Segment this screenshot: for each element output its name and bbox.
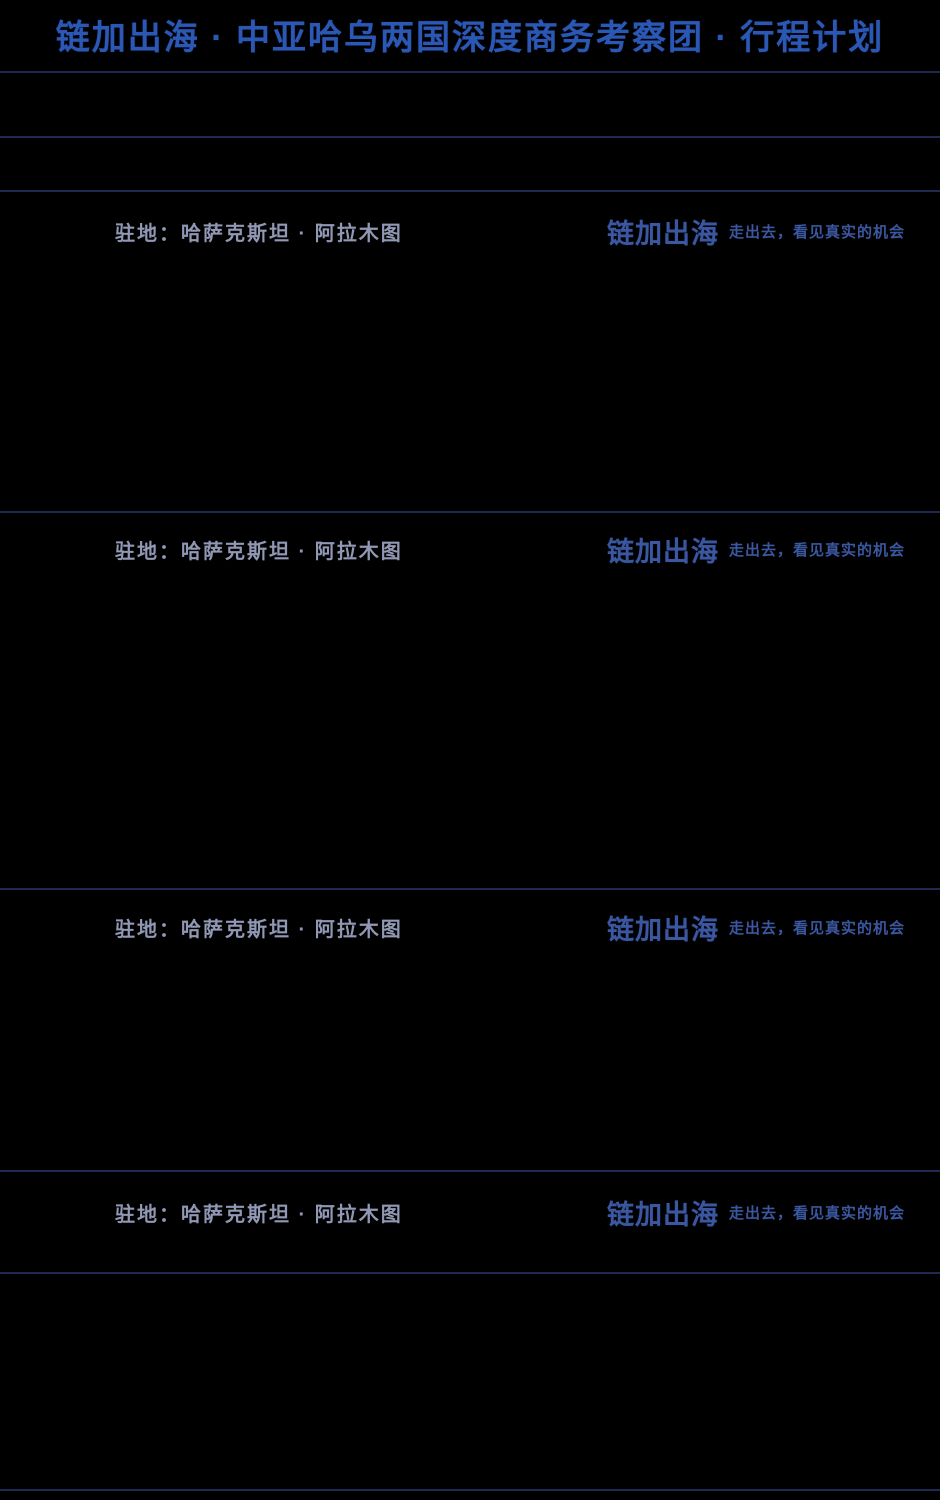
section-divider [0,888,940,890]
brand-logo: 链加出海 [606,537,719,567]
brand-mark: 链加出海 走出去，看见真实的机会 [607,212,905,251]
brand-mark: 链加出海 走出去，看见真实的机会 [607,908,905,947]
section-divider [0,1489,940,1491]
section-divider [0,190,940,192]
day-station-row: 驻地：哈萨克斯坦 · 阿拉木图 链加出海 走出去，看见真实的机会 [0,908,940,947]
section-divider [0,1170,940,1172]
page-title: 链加出海 · 中亚哈乌两国深度商务考察团 · 行程计划 [55,19,885,57]
brand-logo: 链加出海 [606,219,719,249]
section-divider [0,71,940,73]
brand-logo: 链加出海 [606,1200,719,1230]
brand-tagline: 走出去，看见真实的机会 [728,224,905,241]
day-station-row: 驻地：哈萨克斯坦 · 阿拉木图 链加出海 走出去，看见真实的机会 [0,212,940,251]
station-label: 驻地：哈萨克斯坦 · 阿拉木图 [115,1204,403,1226]
brand-tagline: 走出去，看见真实的机会 [728,542,905,559]
station-label: 驻地：哈萨克斯坦 · 阿拉木图 [115,223,403,245]
section-divider [0,1272,940,1274]
brand-mark: 链加出海 走出去，看见真实的机会 [607,1193,905,1232]
brand-tagline: 走出去，看见真实的机会 [728,1205,905,1222]
brand-tagline: 走出去，看见真实的机会 [728,920,905,937]
section-divider [0,511,940,513]
brand-mark: 链加出海 走出去，看见真实的机会 [607,530,905,569]
day-station-row: 驻地：哈萨克斯坦 · 阿拉木图 链加出海 走出去，看见真实的机会 [0,530,940,569]
station-label: 驻地：哈萨克斯坦 · 阿拉木图 [115,919,403,941]
day-station-row: 驻地：哈萨克斯坦 · 阿拉木图 链加出海 走出去，看见真实的机会 [0,1193,940,1232]
brand-logo: 链加出海 [606,915,719,945]
station-label: 驻地：哈萨克斯坦 · 阿拉木图 [115,541,403,563]
section-divider [0,136,940,138]
